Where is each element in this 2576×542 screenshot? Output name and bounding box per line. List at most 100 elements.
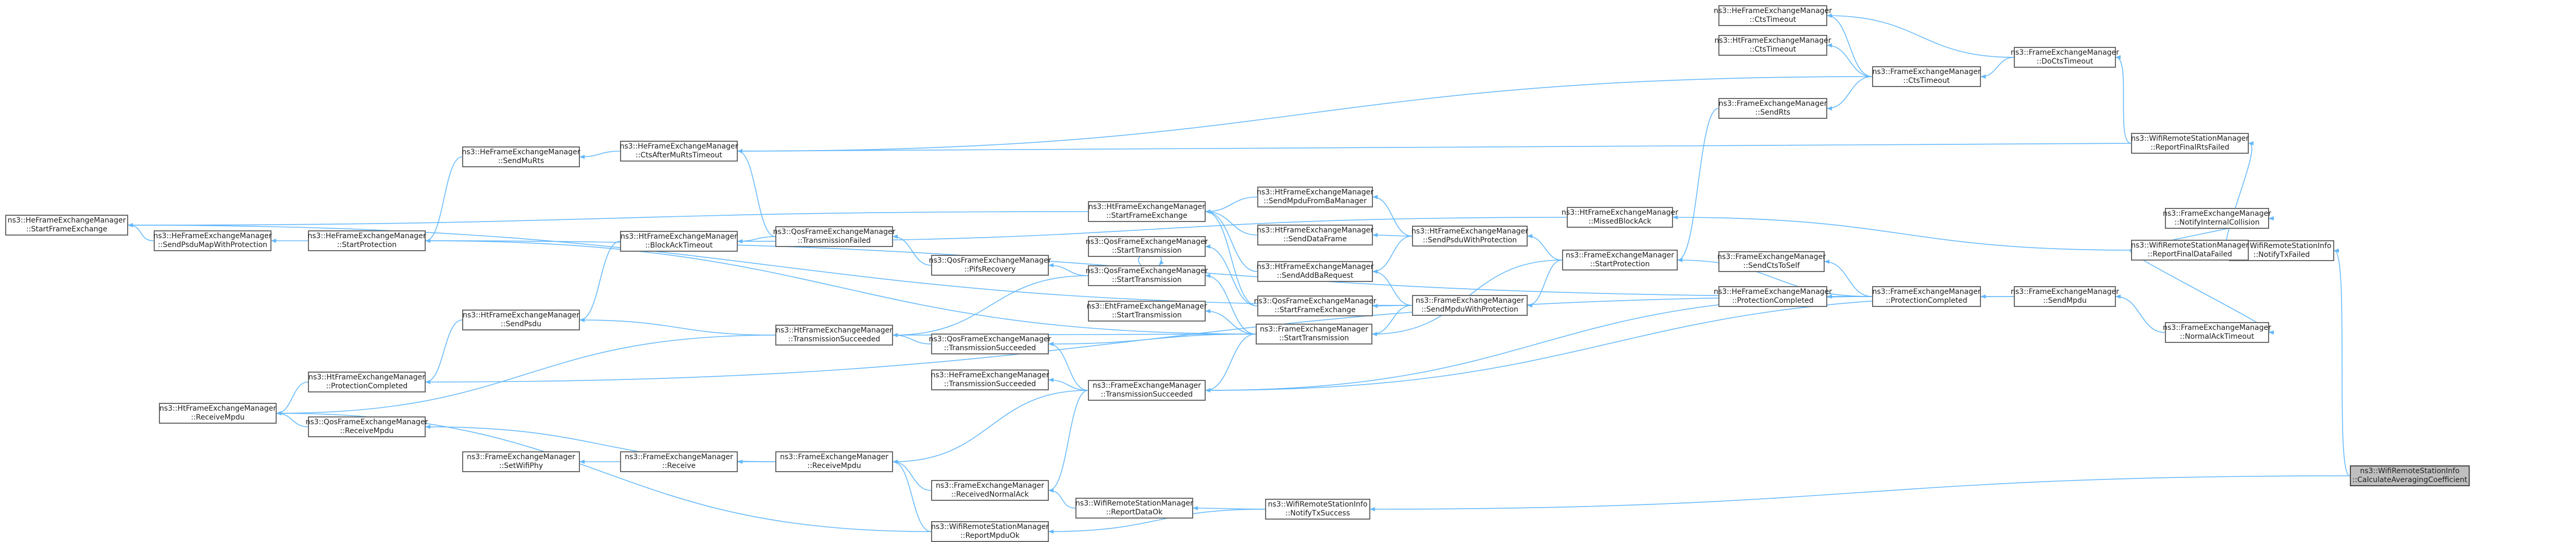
function-node[interactable]: ns3::HeFrameExchangeManager::SendMuRts: [462, 146, 580, 167]
function-node[interactable]: ns3::HeFrameExchangeManager::CtsTimeout: [1714, 5, 1832, 26]
function-node[interactable]: ns3::HtFrameExchangeManager::ReceiveMpdu: [159, 403, 277, 424]
node-class-label: ns3::FrameExchangeManager: [780, 453, 888, 461]
function-node[interactable]: ns3::HeFrameExchangeManager::StartFrameE…: [5, 215, 128, 236]
function-node[interactable]: ns3::WifiRemoteStationManager::ReportFin…: [2131, 133, 2249, 154]
node-method-label: ::StartFrameExchange: [1274, 306, 1356, 314]
function-node[interactable]: ns3::QosFrameExchangeManager::PifsRecove…: [928, 255, 1051, 276]
node-method-label: ::Receive: [662, 462, 696, 470]
function-node[interactable]: ns3::FrameExchangeManager::StartProtecti…: [1562, 250, 1678, 270]
function-node[interactable]: ns3::HtFrameExchangeManager::SendAddBaRe…: [1257, 261, 1373, 282]
function-node[interactable]: ns3::HeFrameExchangeManager::StartProtec…: [307, 230, 426, 251]
call-edge: [1827, 14, 1873, 77]
node-method-label: ::TransmissionSucceeded: [944, 380, 1036, 388]
node-method-label: ::SendMuRts: [498, 157, 544, 165]
call-edge: [1372, 233, 1413, 238]
node-method-label: ::MissedBlockAck: [1588, 217, 1652, 226]
node-method-label: ::ReportFinalRtsFailed: [2150, 143, 2230, 152]
node-class-label: ns3::HeFrameExchangeManager: [307, 232, 426, 240]
function-node[interactable]: ns3::WifiRemoteStationManager::ReportMpd…: [931, 521, 1049, 542]
function-node[interactable]: ns3::QosFrameExchangeManager::StartFrame…: [1254, 295, 1376, 316]
call-edge: [1372, 236, 1413, 274]
call-edge: [2334, 249, 2350, 476]
call-edge: [425, 156, 463, 243]
call-edge: [1527, 260, 1563, 307]
function-node[interactable]: ns3::HtFrameExchangeManager::Transmissio…: [775, 325, 893, 346]
node-method-label: ::CalculateAveragingCoefficient: [2352, 476, 2468, 484]
function-node[interactable]: ns3::FrameExchangeManager::NormalAckTime…: [2163, 322, 2271, 343]
function-node[interactable]: ns3::HtFrameExchangeManager::MissedBlock…: [1562, 207, 1678, 228]
node-class-label: ns3::QosFrameExchangeManager: [1254, 297, 1377, 305]
node-class-label: ns3::HtFrameExchangeManager: [1088, 203, 1205, 211]
call-edge: [1527, 234, 1563, 261]
function-node[interactable]: ns3::HtFrameExchangeManager::StartFrameE…: [1088, 201, 1206, 222]
function-node[interactable]: ns3::HtFrameExchangeManager::SendPsduWit…: [1411, 226, 1528, 247]
node-method-label: ::DoCtsTimeout: [2036, 57, 2094, 66]
function-node[interactable]: ns3::QosFrameExchangeManager::StartTrans…: [1086, 265, 1208, 286]
node-class-label: ns3::WifiRemoteStationInfo: [1268, 500, 1368, 509]
function-node[interactable]: ns3::FrameExchangeManager::ReceiveMpdu: [775, 451, 893, 472]
node-class-label: ns3::FrameExchangeManager: [2011, 48, 2119, 57]
function-node[interactable]: ns3::HeFrameExchangeManager::SendPsduMap…: [153, 230, 272, 251]
function-node[interactable]: ns3::QosFrameExchangeManager::Transmissi…: [928, 334, 1051, 354]
function-node[interactable]: ns3::FrameExchangeManager::SendMpduWithP…: [1412, 295, 1528, 316]
node-class-label: ns3::HeFrameExchangeManager: [931, 371, 1049, 379]
call-edge: [1205, 210, 1258, 306]
node-method-label: ::StartProtection: [337, 241, 397, 249]
function-node[interactable]: ns3::HeFrameExchangeManager::Transmissio…: [931, 369, 1049, 390]
call-edge: [2115, 294, 2165, 333]
node-method-label: ::NotifyTxSuccess: [1285, 509, 1350, 518]
function-node[interactable]: ns3::FrameExchangeManager::StartTransmis…: [1256, 324, 1372, 344]
node-method-label: ::SendCtsToSelf: [1743, 262, 1800, 270]
call-edge: [1048, 488, 1076, 509]
node-method-label: ::ReceiveMpdu: [807, 462, 861, 470]
call-edge: [579, 241, 621, 322]
call-edge: [893, 235, 932, 266]
function-node[interactable]: ns3::WifiRemoteStationManager::ReportFin…: [2131, 240, 2249, 261]
function-node[interactable]: ns3::HtFrameExchangeManager::SendDataFra…: [1257, 225, 1373, 245]
node-class-label: ns3::QosFrameExchangeManager: [928, 335, 1051, 343]
function-node[interactable]: ns3::FrameExchangeManager::SendRts: [1718, 98, 1827, 119]
function-node[interactable]: ns3::HtFrameExchangeManager::SendPsdu: [462, 310, 580, 330]
function-node[interactable]: ns3::FrameExchangeManager::SendCtsToSelf: [1717, 251, 1826, 272]
node-class-label: ns3::EhtFrameExchangeManager: [1086, 302, 1207, 311]
function-node[interactable]: ns3::FrameExchangeManager::ProtectionCom…: [1872, 286, 1981, 307]
call-edge: [1048, 390, 1088, 492]
function-node[interactable]: ns3::QosFrameExchangeManager::ReceiveMpd…: [306, 416, 428, 437]
function-node[interactable]: ns3::EhtFrameExchangeManager::StartTrans…: [1086, 301, 1207, 322]
function-node[interactable]: ns3::FrameExchangeManager::ReceivedNorma…: [931, 480, 1049, 501]
function-node[interactable]: ns3::QosFrameExchangeManager::Transmissi…: [773, 226, 895, 247]
function-node[interactable]: ns3::FrameExchangeManager::Receive: [620, 451, 738, 472]
call-edge: [1048, 509, 1266, 534]
function-node[interactable]: ns3::FrameExchangeManager::CtsTimeout: [1872, 66, 1981, 87]
node-method-label: ::NotifyTxFailed: [2253, 251, 2310, 259]
function-node[interactable]: ns3::HeFrameExchangeManager::CtsAfterMuR…: [620, 141, 738, 162]
call-edge: [1827, 43, 1873, 77]
call-edge: [893, 460, 932, 491]
node-method-label: ::ProtectionCompleted: [326, 382, 408, 390]
node-method-label: ::PifsRecovery: [964, 265, 1016, 274]
node-method-label: ::SendDataFrame: [1283, 235, 1347, 243]
call-edge: [1372, 305, 1413, 336]
function-node[interactable]: ns3::FrameExchangeManager::NotifyInterna…: [2163, 208, 2271, 229]
function-node[interactable]: ns3::QosFrameExchangeManager::StartTrans…: [1086, 236, 1208, 257]
function-node[interactable]: ns3::FrameExchangeManager::DoCtsTimeout: [2011, 47, 2119, 68]
function-node[interactable]: ns3::FrameExchangeManager::SendMpdu: [2011, 286, 2119, 307]
function-node[interactable]: ns3::HtFrameExchangeManager::SendMpduFro…: [1257, 187, 1373, 207]
function-node[interactable]: ns3::FrameExchangeManager::SetWifiPhy: [462, 451, 580, 472]
call-edge: [1673, 215, 2132, 251]
function-node[interactable]: ns3::HtFrameExchangeManager::ProtectionC…: [308, 372, 426, 392]
node-class-label: ns3::HeFrameExchangeManager: [7, 216, 126, 225]
function-node[interactable]: ns3::HtFrameExchangeManager::BlockAckTim…: [620, 231, 738, 252]
node-class-label: ns3::WifiRemoteStationManager: [1075, 499, 1193, 508]
node-method-label: ::StartTransmission: [1111, 311, 1182, 319]
node-class-label: ns3::HeFrameExchangeManager: [1713, 7, 1832, 15]
call-edge: [1827, 14, 2014, 58]
call-edge: [737, 217, 1567, 243]
root-function-node[interactable]: ns3::WifiRemoteStationInfo::CalculateAve…: [2350, 465, 2470, 486]
function-node[interactable]: ns3::WifiRemoteStationManager::ReportDat…: [1075, 498, 1193, 519]
function-node[interactable]: ns3::HtFrameExchangeManager::CtsTimeout: [1715, 35, 1831, 56]
node-class-label: ns3::QosFrameExchangeManager: [928, 256, 1051, 265]
function-node[interactable]: ns3::FrameExchangeManager::TransmissionS…: [1088, 380, 1206, 401]
function-node[interactable]: ns3::HeFrameExchangeManager::ProtectionC…: [1714, 286, 1832, 307]
function-node[interactable]: ns3::WifiRemoteStationInfo::NotifyTxSucc…: [1265, 499, 1370, 520]
